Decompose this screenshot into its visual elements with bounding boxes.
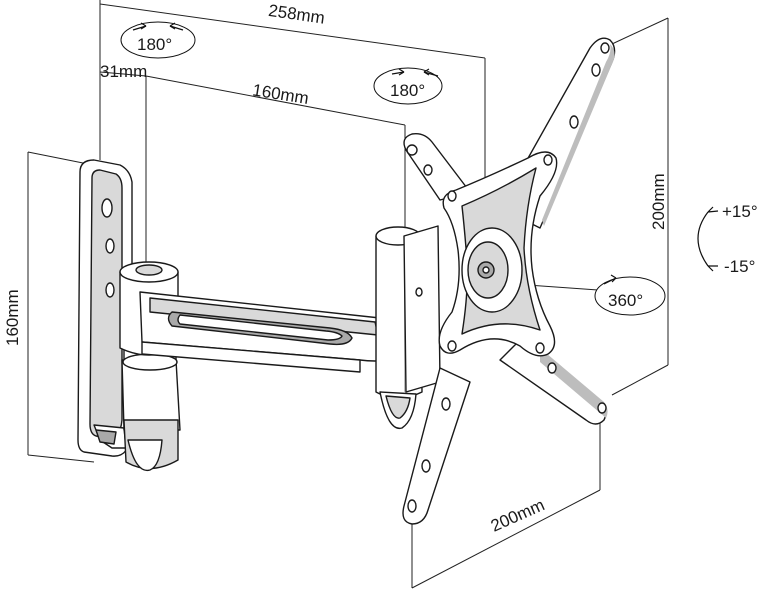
arm-swivel-label: 180° <box>390 81 425 100</box>
wall-plate-slot-top <box>101 198 113 218</box>
wall-plate-height-label: 160mm <box>3 289 22 346</box>
tilt-arc-icon <box>697 211 709 267</box>
wall-swivel-label: 180° <box>137 35 172 54</box>
rotation-bubble-plate <box>594 276 666 316</box>
plate-rotation-label: 360° <box>608 291 643 310</box>
wall-plate-slot-mid <box>105 238 115 254</box>
tilt-down-label: -15° <box>724 257 755 276</box>
arm-length-label: 160mm <box>251 80 310 108</box>
vesa-plate <box>402 37 616 525</box>
vesa-horizontal-label: 200mm <box>488 495 548 535</box>
wall-offset-label: 31mm <box>100 62 147 81</box>
plate-pivot <box>375 225 441 430</box>
swing-arm <box>119 261 391 373</box>
wall-plate <box>77 159 133 457</box>
rotation-bubble-arm <box>373 67 443 105</box>
rotation-annotations: 180° 180° 360° +15° -15° <box>120 21 758 316</box>
tilt-up-label: +15° <box>722 202 758 221</box>
overall-depth-label: 258mm <box>267 1 326 28</box>
rotation-bubble-wall <box>120 21 196 59</box>
vesa-vertical-label: 200mm <box>649 173 668 230</box>
wall-plate-slot-low <box>105 282 115 298</box>
